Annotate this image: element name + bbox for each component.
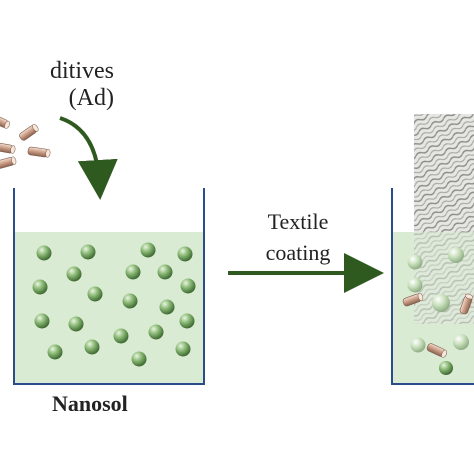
nanoparticle [159,299,175,315]
process-label-line1: Textile [267,209,329,234]
additive-rod [426,343,448,358]
nanoparticle [66,266,82,282]
nanoparticle [34,313,50,329]
additives-label: ditives (Ad) [0,58,114,112]
nanoparticle [125,264,141,280]
nanoparticle [453,334,469,350]
nanoparticle [80,244,96,260]
nanoparticles [32,242,196,367]
nanosol-liquid [14,232,204,384]
nanoparticle [32,279,48,295]
additive-rods [0,114,51,169]
additive-rod [0,114,11,129]
additive-rod [0,142,16,154]
add-arrow [59,116,118,200]
nanoparticle [432,294,450,312]
nanoparticle [407,254,423,270]
additives-label-line2: (Ad) [68,85,114,111]
beaker-wall [391,188,474,385]
nanoparticle [84,339,100,355]
additive-rod [459,293,474,315]
nanoparticle [87,286,103,302]
nanoparticle [157,264,173,280]
nanoparticle [36,245,52,261]
nanoparticle [439,361,453,375]
nanoparticle [180,278,196,294]
nanosol-label: Nanosol [52,391,128,416]
nanoparticle [175,341,191,357]
nanoparticle [47,344,63,360]
nanoparticle [131,351,147,367]
additive-rod [0,156,17,169]
nanoparticle [113,328,129,344]
nanoparticle [179,313,195,329]
coating-particles [402,247,474,375]
additives-label-line1: ditives [50,58,114,84]
nanoparticle [177,246,193,262]
additive-rod [27,146,51,158]
nanoparticle [140,242,156,258]
process-label-line2: coating [265,240,331,265]
process-label: Textile coating [238,206,358,268]
nanoparticle [122,293,138,309]
beaker-wall [13,188,205,385]
nanoparticle [410,337,426,353]
nanoparticle [407,277,423,293]
nanosol-beaker [13,188,205,385]
additive-rod [19,124,39,141]
nanoparticle [148,324,164,340]
nanoparticle [448,247,464,263]
nanoparticle [68,316,84,332]
additive-rod [402,292,424,307]
